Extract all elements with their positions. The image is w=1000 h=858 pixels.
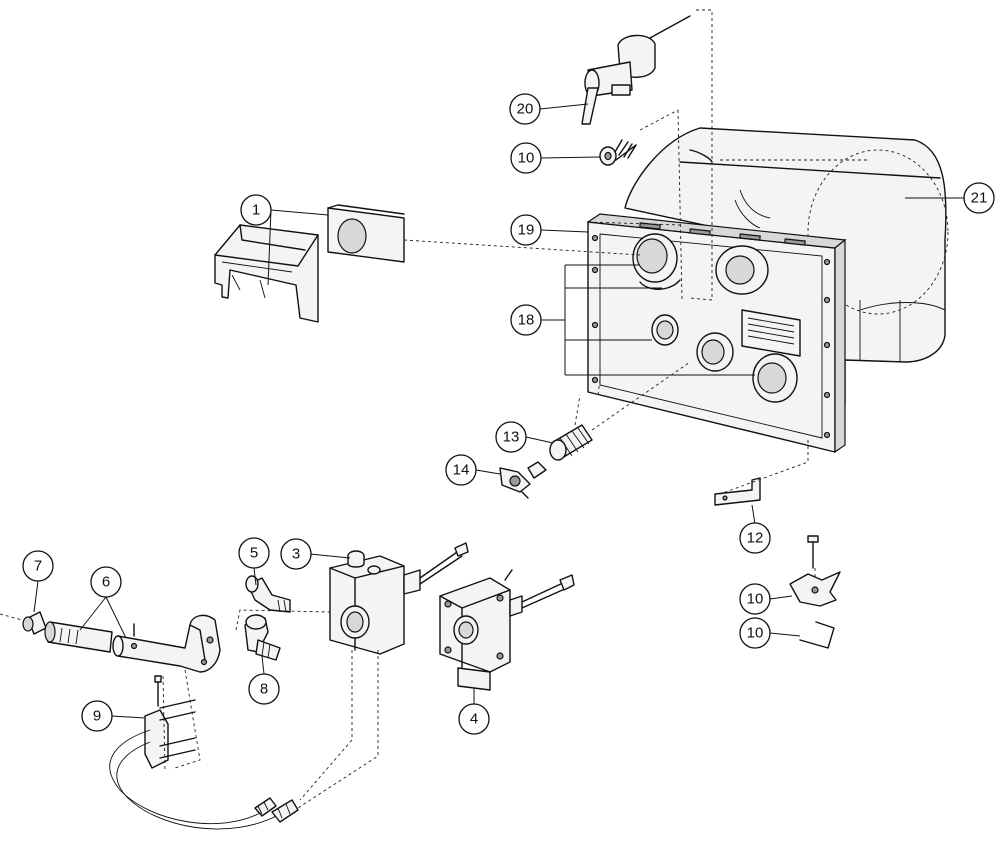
part-6-bracket	[112, 614, 221, 673]
svg-text:21: 21	[971, 190, 988, 207]
heater-casing	[624, 127, 949, 409]
vent-grille	[741, 309, 801, 357]
plate-holes	[591, 234, 831, 439]
callout-13[interactable]: 13	[495, 421, 527, 453]
callout-9[interactable]: 9	[81, 700, 113, 732]
callout-19[interactable]: 19	[510, 214, 542, 246]
callout-3[interactable]: 3	[280, 538, 312, 570]
callout-8[interactable]: 8	[248, 673, 280, 705]
part-3-valve	[329, 542, 469, 655]
callout-14[interactable]: 14	[445, 454, 477, 486]
part-1-cover	[214, 204, 405, 323]
part-5-elbow	[245, 575, 291, 613]
callout-1[interactable]: 1	[240, 194, 272, 226]
callout-18[interactable]: 18	[510, 304, 542, 336]
svg-text:10: 10	[518, 150, 535, 167]
svg-text:18: 18	[518, 312, 535, 329]
part-4-thermostat	[439, 569, 575, 691]
part-10-clip-plate	[789, 571, 841, 607]
part-8-elbow	[244, 614, 281, 661]
callout-20[interactable]: 20	[509, 93, 541, 125]
svg-text:12: 12	[747, 530, 764, 547]
assembly-lines	[0, 9, 816, 809]
svg-text:9: 9	[93, 708, 101, 725]
callout-12[interactable]: 12	[739, 522, 771, 554]
part-10-screw	[807, 535, 819, 569]
callout-10-mid[interactable]: 10	[739, 583, 771, 615]
part-20-valve	[581, 15, 691, 125]
part-10-spring	[599, 139, 637, 166]
slots-top	[639, 222, 806, 246]
svg-text:7: 7	[34, 558, 42, 575]
callout-6[interactable]: 6	[90, 566, 122, 598]
svg-text:20: 20	[517, 101, 534, 118]
fittings-18	[632, 233, 798, 403]
callout-5[interactable]: 5	[238, 537, 270, 569]
svg-text:1: 1	[252, 202, 260, 219]
part-9-holder	[144, 675, 196, 769]
part-10-clip-wire	[799, 621, 835, 649]
callout-7[interactable]: 7	[22, 550, 54, 582]
callout-21[interactable]: 21	[963, 182, 995, 214]
svg-text:10: 10	[747, 625, 764, 642]
svg-text:10: 10	[747, 591, 764, 608]
svg-text:3: 3	[292, 546, 300, 563]
callout-10-top[interactable]: 10	[510, 142, 542, 174]
part-14-connector	[499, 461, 547, 499]
callout-10-bottom[interactable]: 10	[739, 617, 771, 649]
part-13-nipple	[549, 424, 593, 461]
svg-text:6: 6	[102, 574, 110, 591]
svg-text:5: 5	[250, 545, 258, 562]
cables	[109, 729, 299, 830]
svg-text:4: 4	[470, 711, 478, 728]
part-12-bracket	[714, 477, 761, 506]
callout-4[interactable]: 4	[458, 703, 490, 735]
svg-text:14: 14	[453, 462, 470, 479]
svg-text:13: 13	[503, 429, 520, 446]
part-7-nozzle	[22, 611, 47, 635]
leader-lines	[33, 103, 965, 719]
svg-text:8: 8	[260, 681, 268, 698]
part-6-tube	[44, 621, 113, 653]
svg-text:19: 19	[518, 222, 535, 239]
